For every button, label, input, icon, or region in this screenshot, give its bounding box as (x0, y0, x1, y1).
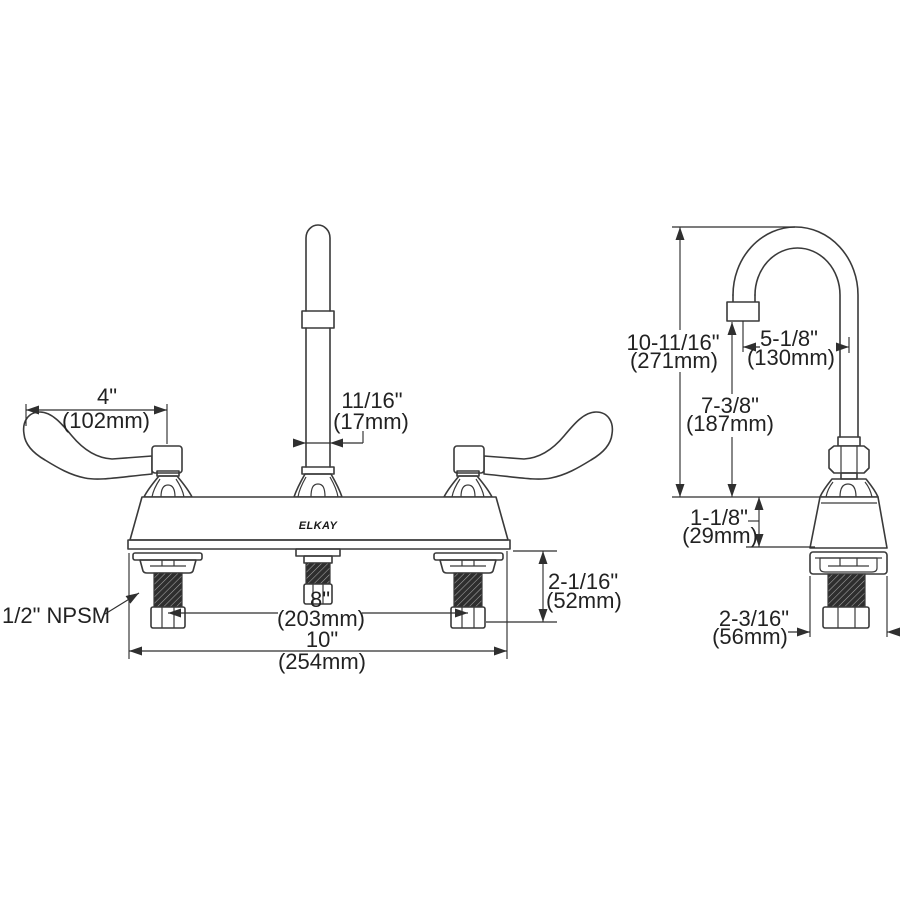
left-bonnet-arch (160, 484, 176, 498)
dim-deck-clearance-in: 2-1/16" (548, 569, 618, 594)
left-bonnet-line-b (175, 478, 185, 498)
dim-base-width-in: 2-3/16" (719, 606, 789, 631)
dim-overall-height-mm: (271mm) (630, 348, 718, 373)
gooseneck-outer (732, 226, 859, 438)
gooseneck-spout (726, 226, 870, 480)
dim-faucet-centers-mm: (203mm) (277, 606, 365, 631)
right-handle-hub (453, 445, 485, 474)
dim-overall-height-in: 10-11/16" (626, 330, 719, 355)
dim-overall-width-mm: (254mm) (278, 649, 366, 674)
left-handle-bonnet (143, 475, 193, 498)
dim-deck-clearance: 2-1/16" (52mm) (486, 550, 622, 623)
dim-spout-reach-mm: (130mm) (747, 345, 835, 370)
side-bonnet-arch (839, 483, 857, 498)
dim-outlet-height-in: 7-3/8" (701, 393, 759, 418)
side-bonnet-line-b (864, 481, 873, 498)
aerator (726, 301, 760, 322)
left-handle-hub (151, 445, 183, 474)
dim-base-width-mm: (56mm) (712, 624, 788, 649)
right-handle-blade (483, 411, 614, 480)
side-view: 10-11/16" (271mm) 7-3/8" (187mm) 5-1/8" … (626, 226, 900, 649)
left-clamp (139, 559, 197, 574)
spout-bonnet-arch (310, 483, 326, 498)
left-handle-blade (22, 411, 153, 480)
right-clamp (439, 559, 497, 574)
dim-spout-reach-in: 5-1/8" (760, 326, 818, 351)
left-threaded-shank (153, 572, 183, 608)
center-threaded-shank (305, 562, 331, 585)
right-flange (433, 552, 504, 561)
center-flange-lower (303, 555, 333, 564)
front-view: ELKAY (2, 224, 622, 674)
dim-faucet-centers: 8" (203mm) (168, 587, 468, 631)
dim-faucet-centers-in: 8" (310, 587, 330, 612)
coupling-neck (840, 472, 858, 480)
coupling-nut (828, 445, 870, 474)
center-flange-upper (295, 548, 341, 557)
dim-spout-reach: 5-1/8" (130mm) (742, 321, 850, 370)
dim-handle-length-in: 4" (97, 384, 117, 409)
brand-logo: ELKAY (299, 520, 339, 532)
dim-deck-clearance-mm: (52mm) (546, 588, 622, 613)
deck-trapezoid (129, 496, 509, 541)
dim-spout-diameter-in: 11/16" (341, 388, 402, 413)
callout-leader (104, 592, 140, 615)
dim-spout-diameter-mm: (17mm) (333, 409, 409, 434)
dim-body-above-deck-in: 1-1/8" (690, 505, 748, 530)
deck-body: ELKAY (127, 496, 511, 550)
right-handle-bonnet (443, 475, 493, 498)
spout-pipe-upper (305, 224, 331, 312)
dim-body-above-deck: 1-1/8" (29mm) (682, 497, 815, 548)
side-threaded-shank (827, 573, 866, 608)
spout-bonnet-line-left (297, 476, 307, 498)
dim-outlet-height-mm: (187mm) (686, 411, 774, 436)
right-bonnet-line-b (475, 478, 485, 498)
dim-outlet-height: 7-3/8" (187mm) (686, 322, 774, 497)
shank-thread-label: 1/2" NPSM (2, 603, 110, 628)
center-hex-nut (303, 583, 333, 605)
side-clamp (819, 557, 878, 573)
shank-thread-callout: 1/2" NPSM (2, 592, 140, 628)
side-body (809, 478, 888, 629)
spout-collar (301, 310, 335, 329)
spout-bonnet-line-right (329, 476, 339, 498)
right-handle (443, 411, 614, 498)
spout-base-collar (301, 466, 335, 475)
left-flange (132, 552, 203, 561)
left-hex-nut (150, 606, 186, 629)
gooseneck-inner (754, 247, 841, 438)
dim-handle-length-mm: (102mm) (62, 408, 150, 433)
side-bonnet-line-a (825, 481, 834, 498)
coupling-collar (837, 436, 861, 447)
right-bonnet-arch (460, 484, 476, 498)
right-threaded-shank (453, 572, 483, 608)
dim-base-width: 2-3/16" (56mm) (712, 576, 900, 649)
left-handle (22, 411, 193, 498)
right-bonnet-line-a (451, 478, 461, 498)
side-body-trapezoid (809, 496, 888, 549)
dim-spout-diameter: 11/16" (17mm) (293, 388, 409, 448)
dim-overall-width-in: 10" (306, 627, 338, 652)
left-bonnet-line-a (151, 478, 161, 498)
side-hex-nut (822, 606, 870, 629)
front-spout-riser (293, 224, 343, 498)
dim-overall-width: 10" (254mm) (128, 551, 508, 674)
dim-overall-height: 10-11/16" (271mm) (626, 226, 820, 498)
dim-body-above-deck-mm: (29mm) (682, 523, 758, 548)
dim-handle-length: 4" (102mm) (25, 384, 168, 444)
right-hex-nut (450, 606, 486, 629)
deck-base-plate (127, 539, 511, 550)
